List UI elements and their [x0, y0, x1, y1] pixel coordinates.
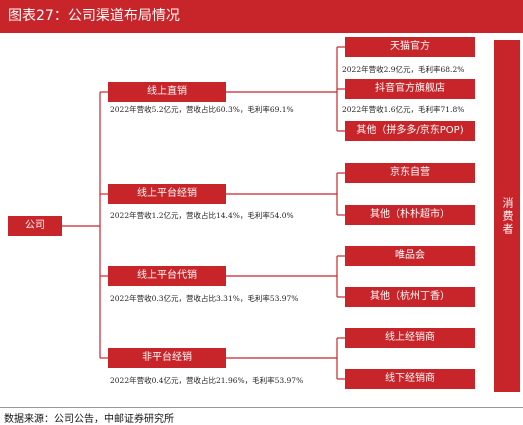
footer-divider [0, 407, 523, 408]
branch-non-platform: 非平台经销 [108, 348, 226, 368]
figure-title: 图表27：公司渠道布局情况 [0, 0, 523, 33]
branch-platform-consignment-stat: 2022年营收0.3亿元，营收占比3.31%，毛利率53.97% [110, 294, 299, 303]
branch-platform-distribution-stat: 2022年营收1.2亿元，营收占比14.4%，毛利率54.0% [110, 211, 294, 220]
leaf-tmall: 天猫官方 [345, 37, 475, 57]
leaf-jd-self: 京东自营 [345, 163, 475, 183]
leaf-tmall-stat: 2022年营收2.9亿元，毛利率68.2% [342, 65, 465, 74]
leaf-other-pdd-jd: 其他（拼多多/京东POP) [345, 121, 475, 141]
leaf-douyin-stat: 2022年营收1.6亿元，毛利率71.8% [342, 105, 465, 114]
branch-online-direct-stat: 2022年营收5.2亿元，营收占比60.3%，毛利率69.1% [110, 105, 294, 114]
leaf-vipshop: 唯品会 [345, 246, 475, 266]
branch-platform-consignment: 线上平台代销 [108, 266, 226, 286]
leaf-offline-distributor: 线下经销商 [345, 369, 475, 389]
leaf-other-hangzhou: 其他（杭州丁香） [345, 287, 475, 307]
leaf-online-distributor: 线上经销商 [345, 328, 475, 348]
consumer-label: 消费者 [494, 40, 520, 392]
branch-online-direct: 线上直销 [108, 82, 226, 102]
root-node: 公司 [8, 216, 62, 236]
branch-platform-distribution: 线上平台经销 [108, 184, 226, 204]
leaf-other-pupu: 其他（朴朴超市） [345, 205, 475, 225]
source-note: 数据来源：公司公告，中邮证券研究所 [4, 414, 174, 425]
branch-non-platform-stat: 2022年营收0.4亿元，营收占比21.96%，毛利率53.97% [110, 376, 304, 385]
leaf-douyin: 抖音官方旗舰店 [345, 79, 475, 99]
